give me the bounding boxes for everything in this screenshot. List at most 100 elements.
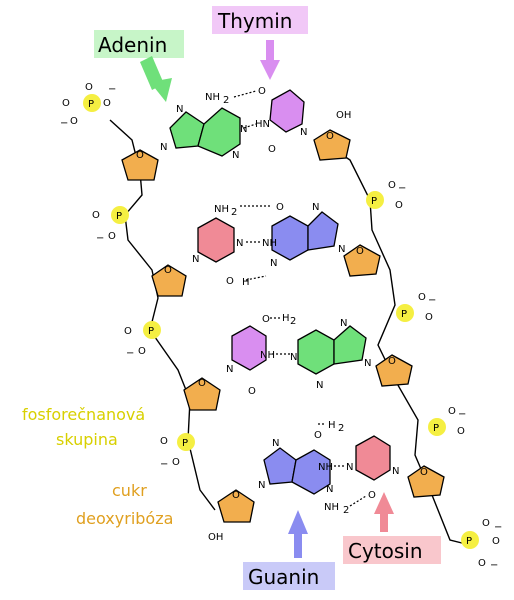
svg-text:O: O (492, 536, 500, 547)
guanin-label: Guanin (243, 562, 335, 590)
svg-text:−: − (458, 409, 466, 420)
arrow-down-icon (140, 56, 172, 102)
svg-text:NH: NH (205, 92, 220, 103)
svg-text:N: N (290, 352, 297, 363)
thymin-label: Thymin (212, 6, 308, 34)
svg-text:N: N (160, 142, 167, 153)
svg-text:O: O (395, 200, 403, 211)
svg-text:NH: NH (318, 462, 333, 473)
svg-text:2: 2 (290, 316, 296, 327)
svg-text:O: O (232, 490, 240, 501)
svg-text:O: O (172, 457, 180, 468)
svg-text:O: O (85, 82, 93, 93)
phosphate-left-1: P O O O O − − (60, 82, 116, 129)
phosphate-group-label: fosforečnanová skupina (22, 405, 145, 449)
svg-text:O: O (70, 116, 78, 127)
phosphate-right-3: P O O − (428, 406, 466, 437)
guanine-1: NH O N N N H (242, 202, 345, 288)
svg-text:skupina: skupina (56, 430, 118, 449)
svg-text:O: O (368, 490, 376, 501)
svg-text:P: P (148, 326, 154, 337)
sugar-right-3: O (375, 354, 413, 387)
left-backbone (109, 119, 216, 511)
adenin-label: Adenin (94, 30, 184, 58)
svg-text:P: P (88, 99, 94, 110)
svg-text:N: N (236, 238, 243, 249)
svg-text:Cytosin: Cytosin (348, 539, 423, 563)
svg-text:−: − (160, 459, 168, 470)
svg-text:N: N (258, 480, 265, 491)
svg-text:O: O (276, 202, 284, 213)
svg-text:P: P (433, 423, 439, 434)
phosphate-left-4: P O O − (160, 433, 195, 470)
svg-text:−: − (60, 118, 68, 129)
svg-text:O: O (136, 150, 144, 161)
sugar-right-4: O (407, 465, 445, 498)
svg-text:−: − (398, 183, 406, 194)
svg-text:cukr: cukr (112, 481, 147, 500)
sugar-left-3: O (183, 377, 221, 411)
cytosine-1: N N NH 2 O (192, 204, 243, 287)
svg-text:O: O (457, 426, 465, 437)
arrow-up-icon (288, 510, 308, 558)
svg-text:O: O (314, 430, 322, 441)
svg-text:Thymin: Thymin (217, 9, 292, 33)
svg-text:HN: HN (255, 119, 270, 130)
svg-text:O: O (482, 518, 490, 529)
svg-text:OH: OH (336, 110, 351, 121)
adenine-1: N N N N NH 2 (160, 92, 247, 161)
svg-text:2: 2 (231, 207, 237, 218)
svg-text:N: N (338, 244, 345, 255)
svg-text:N: N (316, 380, 323, 391)
svg-text:N: N (226, 364, 233, 375)
svg-text:fosforečnanová: fosforečnanová (22, 405, 145, 424)
phosphate-right-2: P O O − (396, 292, 436, 323)
svg-text:OH: OH (208, 532, 223, 543)
svg-text:O: O (388, 180, 396, 191)
sugar-left-2: O (151, 264, 187, 297)
svg-text:O: O (448, 406, 456, 417)
guanine-2: N N O NH N NH 2 (258, 430, 349, 516)
svg-text:NH: NH (324, 502, 339, 513)
svg-text:N: N (176, 104, 183, 115)
svg-text:O: O (258, 86, 266, 97)
svg-text:O: O (62, 98, 70, 109)
svg-text:O: O (262, 314, 270, 325)
svg-text:H: H (242, 277, 250, 288)
svg-text:O: O (92, 210, 100, 221)
svg-text:O: O (103, 98, 111, 109)
svg-text:2: 2 (343, 505, 349, 516)
svg-text:deoxyribóza: deoxyribóza (76, 509, 173, 528)
cytosin-label: Cytosin (343, 536, 441, 564)
svg-text:N: N (192, 254, 199, 265)
svg-text:O: O (138, 346, 146, 357)
svg-text:N: N (326, 484, 333, 495)
phosphate-left-3: P O O − (124, 321, 161, 359)
svg-text:O: O (124, 326, 132, 337)
svg-text:P: P (466, 536, 472, 547)
hydrogen-bonds (233, 90, 367, 507)
sugar-right-1: O OH (313, 110, 351, 161)
svg-text:−: − (494, 522, 502, 533)
svg-text:N: N (272, 438, 279, 449)
svg-text:O: O (418, 292, 426, 303)
svg-text:O: O (268, 144, 276, 155)
svg-text:H: H (328, 420, 336, 431)
svg-text:P: P (182, 438, 188, 449)
svg-text:P: P (371, 196, 377, 207)
phosphate-right-4: P O O O − − (461, 518, 502, 571)
svg-text:−: − (96, 233, 104, 244)
sugar-left-4: O OH (208, 489, 255, 543)
svg-text:−: − (490, 560, 498, 571)
svg-text:N: N (232, 150, 239, 161)
thymine-1: O HN N O (255, 86, 307, 155)
phosphate-right-1: P O O − (366, 180, 406, 211)
sugar-label: cukr deoxyribóza (76, 481, 173, 528)
svg-text:Guanin: Guanin (248, 565, 319, 589)
svg-text:N: N (364, 358, 371, 369)
svg-text:N: N (312, 202, 319, 213)
svg-text:N: N (392, 466, 399, 477)
svg-text:O: O (388, 356, 396, 367)
svg-text:−: − (108, 84, 116, 95)
svg-text:O: O (420, 467, 428, 478)
